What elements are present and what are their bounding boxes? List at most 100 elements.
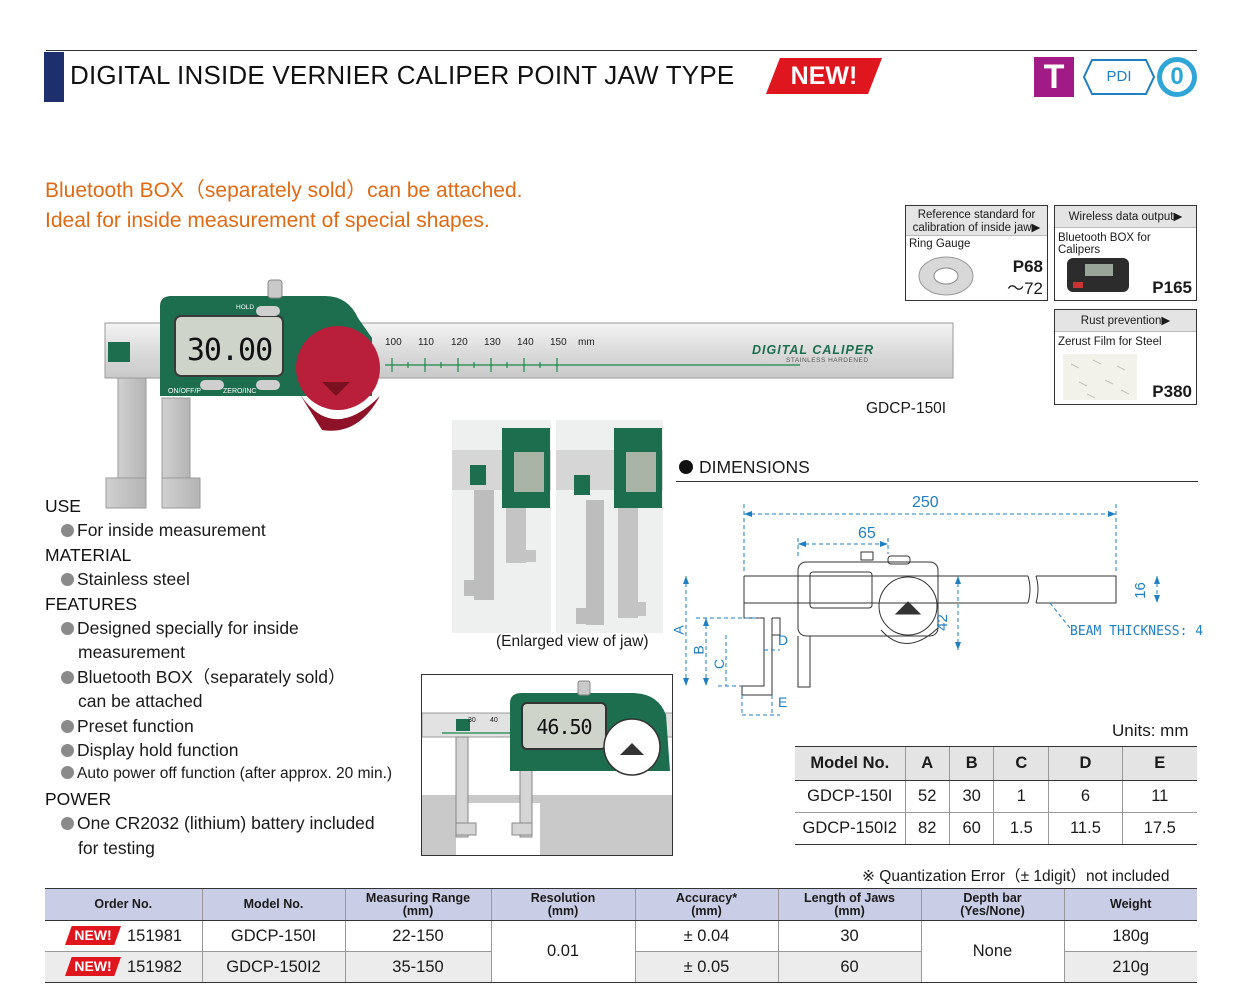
spec-item: Stainless steel bbox=[61, 567, 392, 591]
zero-badge-icon: 0 bbox=[1157, 57, 1197, 97]
scale-number: 110 bbox=[418, 337, 434, 348]
table-header: B bbox=[948, 746, 994, 781]
table-cell: None bbox=[920, 920, 1064, 983]
ref-page: P165 bbox=[1152, 278, 1192, 297]
dim-b-label: B bbox=[690, 645, 707, 655]
ref-page-line: ～72 bbox=[1007, 279, 1043, 298]
spec-item: Preset function bbox=[61, 714, 392, 738]
spec-item: Bluetooth BOX（separately sold） can be att… bbox=[61, 665, 392, 714]
dim-a-label: A bbox=[670, 625, 687, 635]
table-cell: 30 bbox=[777, 920, 921, 952]
spec-item-text: can be attached bbox=[78, 691, 203, 712]
table-header: Order No. bbox=[45, 888, 202, 921]
table-cell: 11 bbox=[1121, 780, 1197, 813]
table-header: Weight bbox=[1063, 888, 1197, 921]
ref-header-line: Reference standard for bbox=[917, 209, 1036, 221]
brand-subtitle: STAINLESS HARDENED bbox=[786, 357, 869, 364]
table-cell: 35-150 bbox=[344, 951, 491, 983]
table-header-row: Order No. Model No. Measuring Range(mm) … bbox=[45, 888, 1197, 921]
table-cell: 60 bbox=[948, 812, 994, 845]
ref-header-line: Wireless data output▶ bbox=[1068, 211, 1183, 223]
ref-box-header: Reference standard for calibration of in… bbox=[906, 206, 1047, 236]
brand-title: DIGITAL CALIPER bbox=[752, 343, 875, 357]
table-cell: 52 bbox=[904, 780, 950, 813]
table-cell: 210g bbox=[1063, 951, 1197, 983]
bullet-icon bbox=[61, 622, 74, 636]
spec-item-text: for testing bbox=[78, 837, 155, 858]
dim-e-label: E bbox=[778, 694, 788, 710]
dim-d-label: D bbox=[778, 632, 789, 648]
spec-item-text: Bluetooth BOX（separately sold） bbox=[77, 666, 346, 687]
spec-item-text: Preset function bbox=[77, 715, 194, 736]
ref-header-line: calibration of inside jaw▶ bbox=[912, 222, 1041, 234]
jaw-photo-1 bbox=[452, 420, 551, 633]
tagline: Bluetooth BOX（separately sold）can be att… bbox=[45, 176, 522, 236]
table-cell: 82 bbox=[904, 812, 950, 845]
table-header: C bbox=[993, 746, 1049, 781]
table-header: Measuring Range(mm) bbox=[344, 888, 491, 921]
spec-item-text: Auto power off function (after approx. 2… bbox=[77, 765, 393, 783]
table-header: Accuracy*(mm) bbox=[634, 888, 778, 921]
scale-number: 140 bbox=[517, 337, 534, 348]
table-cell: 0.01 bbox=[490, 920, 635, 983]
power-heading: POWER bbox=[45, 788, 112, 809]
pdi-badge-label: PDI bbox=[1106, 68, 1132, 85]
scale-number: 120 bbox=[451, 337, 468, 348]
beam-thickness-label: BEAM THICKNESS: 4 bbox=[1070, 624, 1204, 639]
order-table: Order No. Model No. Measuring Range(mm) … bbox=[45, 888, 1197, 983]
ref-box-bluetooth[interactable]: Wireless data output▶ Bluetooth BOX for … bbox=[1054, 205, 1197, 301]
quantization-note: ※ Quantization Error（± 1digit）not includ… bbox=[862, 868, 1170, 885]
zerust-film-icon bbox=[1063, 354, 1137, 400]
material-heading: MATERIAL bbox=[45, 544, 132, 565]
table-cell: ± 0.04 bbox=[634, 920, 778, 952]
page-title: DIGITAL INSIDE VERNIER CALIPER POINT JAW… bbox=[70, 60, 735, 90]
order-no-cell: NEW!151981 bbox=[45, 920, 202, 952]
model-caption: GDCP-150I bbox=[866, 400, 947, 417]
table-header: D bbox=[1048, 746, 1123, 781]
table-row: GDCP-150I2 82 60 1.5 11.5 17.5 bbox=[795, 812, 1197, 845]
table-header: E bbox=[1121, 746, 1197, 781]
table-cell: 180g bbox=[1063, 920, 1197, 952]
ref-box-header: Wireless data output▶ bbox=[1055, 206, 1196, 228]
dim-16-label: 16 bbox=[1131, 582, 1149, 599]
table-header: A bbox=[904, 746, 950, 781]
table-cell: GDCP-150I bbox=[201, 920, 345, 952]
dimensions-rule bbox=[676, 481, 1198, 482]
dimension-table: Model No. A B C D E GDCP-150I 52 30 1 6 … bbox=[795, 746, 1197, 845]
table-header: Model No. bbox=[201, 888, 345, 921]
lcd-display: 30.00 bbox=[186, 333, 273, 368]
ref-item-label: Bluetooth BOX for Calipers bbox=[1058, 232, 1151, 256]
usage-scale-number: 30 bbox=[468, 717, 476, 724]
ref-item-label: Zerust Film for Steel bbox=[1058, 336, 1162, 348]
usage-illustration: 46.50 30 40 bbox=[421, 674, 673, 856]
table-header: Length of Jaws(mm) bbox=[777, 888, 921, 921]
table-row: NEW!151981 GDCP-150I 22-150 0.01 ± 0.04 … bbox=[45, 920, 1197, 983]
table-cell: 60 bbox=[777, 951, 921, 983]
ref-box-zerust[interactable]: Rust prevention▶ Zerust Film for Steel P… bbox=[1054, 309, 1197, 405]
table-row: NEW!151982 GDCP-150I2 35-150 ± 0.05 60 2… bbox=[45, 951, 1197, 983]
spec-item-text: Stainless steel bbox=[77, 569, 190, 590]
table-cell: 30 bbox=[948, 780, 994, 813]
use-heading: USE bbox=[45, 496, 81, 516]
scale-number: 100 bbox=[385, 337, 402, 348]
scale-number: 130 bbox=[484, 337, 501, 348]
bullet-icon bbox=[61, 744, 74, 758]
table-cell: 22-150 bbox=[344, 920, 491, 952]
ref-box-ring-gauge[interactable]: Reference standard for calibration of in… bbox=[905, 205, 1048, 301]
ref-page-line: P68 bbox=[1012, 257, 1043, 276]
table-cell: GDCP-150I bbox=[795, 780, 905, 813]
table-cell: 11.5 bbox=[1048, 812, 1123, 845]
table-header: Model No. bbox=[795, 746, 905, 781]
bullet-icon bbox=[61, 573, 74, 587]
spec-item-text: Display hold function bbox=[77, 740, 239, 761]
table-header-row: Model No. A B C D E bbox=[795, 746, 1197, 781]
table-cell: 6 bbox=[1048, 780, 1123, 813]
jaw-view-caption: (Enlarged view of jaw) bbox=[496, 633, 649, 650]
table-cell: 1 bbox=[993, 780, 1049, 813]
dimensions-title: DIMENSIONS bbox=[699, 457, 810, 477]
units-label: Units: mm bbox=[1112, 721, 1189, 740]
spec-item-text: For inside measurement bbox=[77, 520, 266, 541]
features-heading: FEATURES bbox=[45, 593, 138, 614]
order-no: 151981 bbox=[127, 927, 183, 945]
